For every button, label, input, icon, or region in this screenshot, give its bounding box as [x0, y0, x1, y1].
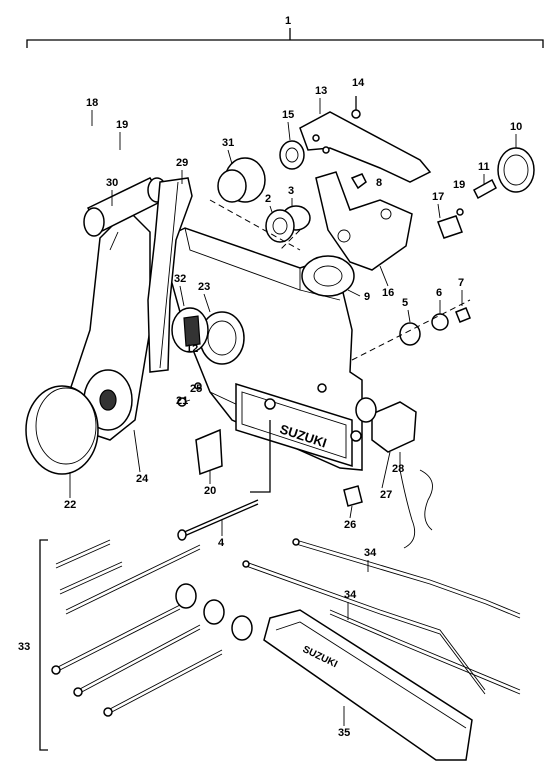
callout-27: 27 [380, 489, 392, 501]
lever-arm-29 [147, 177, 193, 373]
callout-10: 10 [510, 121, 522, 133]
callout-2: 2 [265, 193, 271, 205]
callout-11: 11 [478, 161, 490, 173]
callout-21: 21 [176, 395, 188, 407]
long-bolt-4 [177, 499, 259, 541]
callout-31: 31 [222, 137, 234, 149]
spacers-5-6-7 [351, 299, 471, 361]
callout-8: 8 [376, 177, 382, 189]
callout-24: 24 [136, 473, 149, 485]
detent-gear-23 [171, 307, 245, 365]
callout-28: 28 [392, 463, 404, 475]
assembly-bracket-1 [26, 28, 544, 48]
callout-12: 12 [186, 343, 198, 355]
callout-13: 13 [315, 85, 327, 97]
callout-16: 16 [382, 287, 394, 299]
callout-3: 3 [288, 185, 294, 197]
callout-17: 17 [432, 191, 444, 203]
hardware-group-33 [39, 539, 253, 751]
callout-19a: 19 [116, 119, 128, 131]
callout-1: 1 [285, 15, 291, 27]
callout-20: 20 [204, 485, 216, 497]
callout-34b: 34 [344, 589, 357, 601]
linkage-arm-13 [279, 96, 535, 193]
cover-plate-22 [25, 385, 99, 475]
callout-34a: 34 [364, 547, 377, 559]
callout-29: 29 [176, 157, 188, 169]
leader-lines [209, 199, 301, 493]
callout-19b: 19 [453, 179, 465, 191]
callout-32: 32 [174, 273, 186, 285]
callout-4: 4 [218, 537, 225, 549]
control-cables-34 [242, 538, 521, 695]
kill-switch-27 [343, 397, 433, 549]
callout-5: 5 [402, 297, 408, 309]
callout-6: 6 [436, 287, 442, 299]
callout-23: 23 [198, 281, 210, 293]
callout-7: 7 [458, 277, 464, 289]
throttle-plate-16 [217, 157, 497, 271]
callout-30: 30 [106, 177, 118, 189]
callout-25: 25 [190, 383, 202, 395]
callout-15: 15 [282, 109, 294, 121]
callout-14: 14 [352, 77, 365, 89]
callout-18: 18 [86, 97, 98, 109]
washer-9 [301, 255, 355, 297]
callouts: 1 2 3 4 5 6 7 8 9 10 11 12 13 14 15 16 1… [18, 15, 522, 739]
callout-leaders [69, 98, 517, 726]
bracket-20 [177, 382, 223, 476]
callout-9: 9 [364, 291, 370, 303]
callout-33: 33 [18, 641, 30, 653]
trim-strip-35: SUZUKI [263, 609, 473, 761]
callout-26: 26 [344, 519, 356, 531]
callout-35: 35 [338, 727, 350, 739]
callout-22: 22 [64, 499, 76, 511]
